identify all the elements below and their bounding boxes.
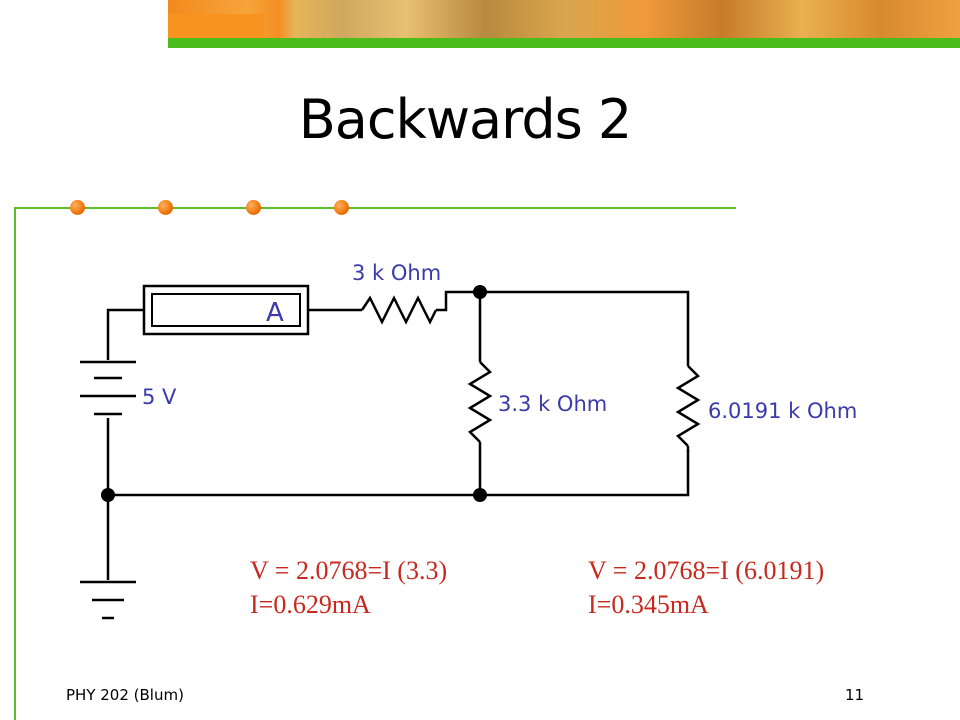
bullet-dot-4	[334, 200, 349, 215]
wire-top-right-branch	[480, 290, 690, 366]
footer-page-number: 11	[845, 686, 865, 704]
equation-left-line-2: I=0.629mA	[250, 590, 371, 619]
battery-voltage-label: 5 V	[142, 385, 177, 409]
bullet-dot-3	[246, 200, 261, 215]
equation-block-left: V = 2.0768=I (3.3) I=0.629mA	[250, 554, 447, 622]
footer-course-label: PHY 202 (Blum)	[66, 686, 184, 704]
ammeter-label: A	[266, 298, 284, 328]
resistor-r3-label: 6.0191 k Ohm	[708, 399, 857, 423]
slide-title: Backwards 2	[298, 88, 633, 151]
equation-block-right: V = 2.0768=I (6.0191) I=0.345mA	[588, 554, 824, 622]
equation-left-line-1: V = 2.0768=I (3.3)	[250, 556, 448, 585]
top-banner	[168, 0, 960, 48]
banner-green-line	[168, 38, 960, 48]
banner-orange-block	[168, 14, 264, 38]
wire-r1-to-node	[436, 290, 480, 312]
bullet-dot-2	[158, 200, 173, 215]
resistor-r1-symbol	[360, 295, 438, 325]
junction-node-bottom-middle	[473, 488, 487, 502]
content-frame-left-line	[14, 207, 16, 720]
equation-right-line-1: V = 2.0768=I (6.0191)	[588, 556, 825, 585]
resistor-r2-symbol	[467, 361, 493, 443]
resistor-r2-label: 3.3 k Ohm	[498, 392, 607, 416]
junction-node-top	[473, 285, 487, 299]
bullet-dot-1	[70, 200, 85, 215]
equation-right-line-2: I=0.345mA	[588, 590, 709, 619]
content-frame-top-line	[14, 207, 736, 209]
ammeter-inner-box	[151, 293, 301, 327]
resistor-r3-symbol	[675, 365, 701, 447]
wire-bottom-return	[108, 450, 690, 497]
resistor-r1-label: 3 k Ohm	[352, 261, 441, 285]
wire-ammeter-to-battery	[106, 308, 144, 360]
junction-node-bottom-left	[101, 488, 115, 502]
banner-image-strip	[168, 0, 960, 38]
